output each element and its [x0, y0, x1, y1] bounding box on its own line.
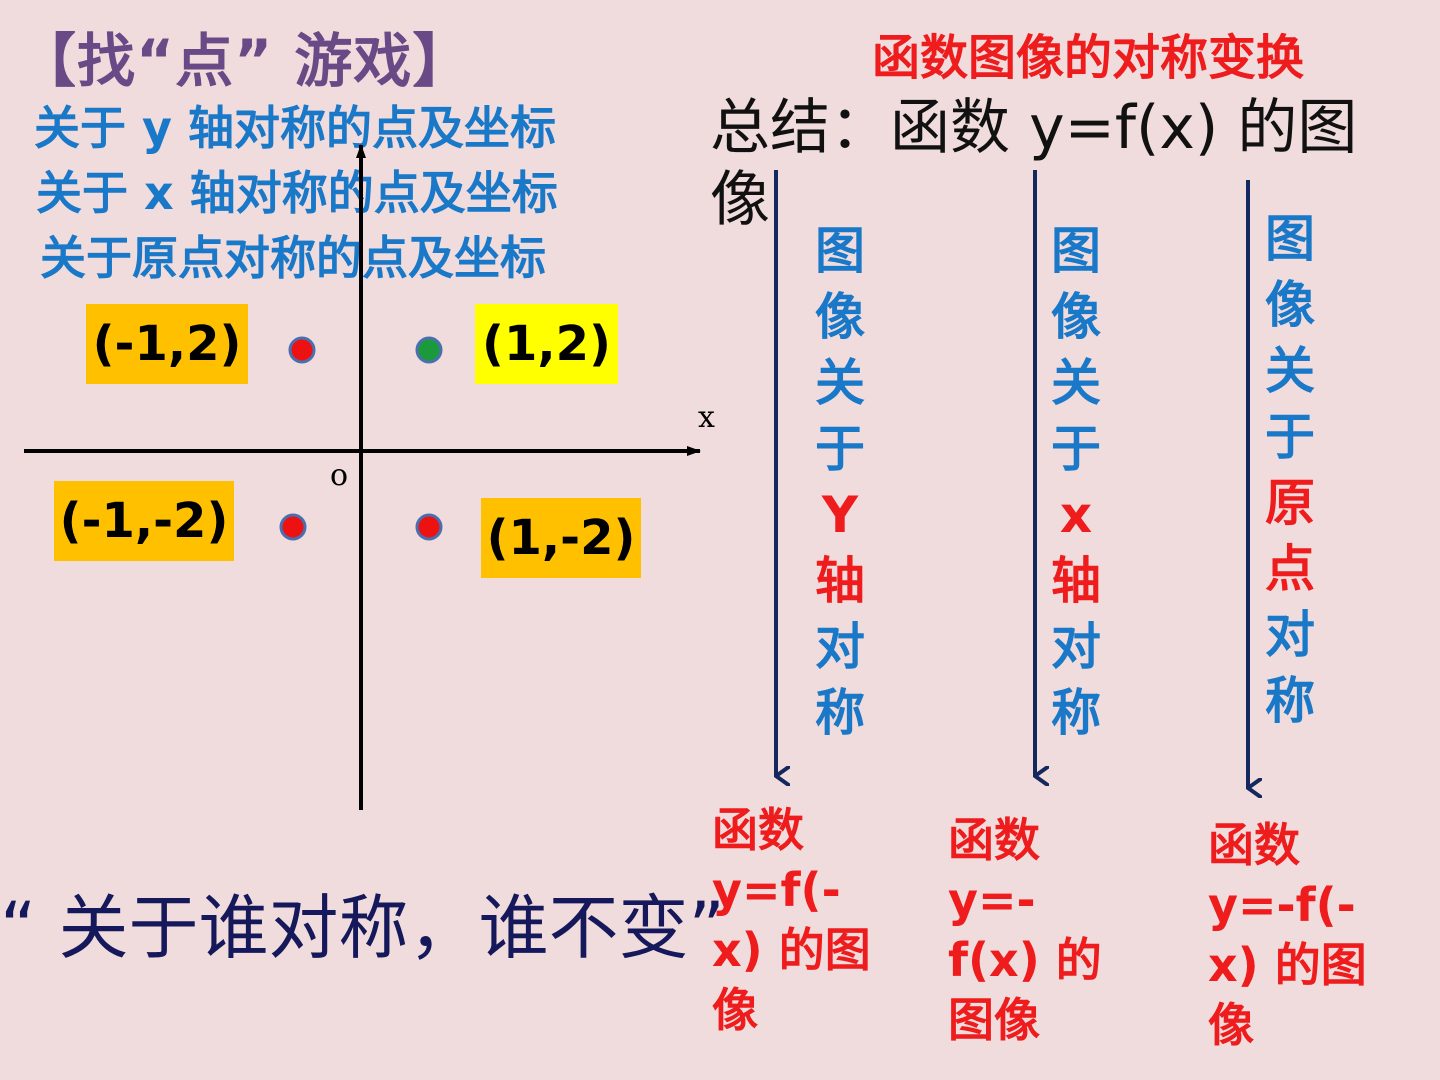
result-y-axis: 函数 y=f(-x) 的图像	[712, 803, 871, 1037]
column-char: 于	[815, 420, 865, 478]
column-char: 对	[1051, 618, 1101, 676]
question-x-axis: 关于 x 轴对称的点及坐标	[36, 166, 558, 220]
coord-upper-left: (-1,2)	[86, 304, 248, 384]
origin-label: o	[330, 458, 349, 493]
game-title: 【找“点” 游戏】	[18, 27, 472, 95]
quote-text: “ 关于谁对称，谁不变”	[0, 887, 725, 969]
column-char: 关	[1051, 354, 1101, 412]
question-origin: 关于原点对称的点及坐标	[40, 231, 546, 285]
column-origin-symmetry: 图像关于原点对称	[1260, 206, 1320, 734]
column-char: 轴	[815, 552, 865, 610]
column-char: 图	[815, 222, 865, 280]
column-char: Y	[821, 486, 859, 544]
coord-lower-right: (1,-2)	[481, 498, 641, 578]
column-char: 于	[1265, 408, 1315, 466]
point-upper-right	[415, 336, 443, 364]
column-char: 像	[1265, 276, 1315, 334]
point-upper-left	[288, 336, 316, 364]
column-char: 像	[815, 288, 865, 346]
column-char: 对	[815, 618, 865, 676]
column-char: 关	[815, 354, 865, 412]
summary-text: 总结：函数 y=f(x) 的图像	[710, 93, 1358, 235]
column-char: 称	[815, 684, 865, 742]
question-y-axis: 关于 y 轴对称的点及坐标	[34, 101, 557, 155]
point-lower-left	[279, 513, 307, 541]
result-x-axis: 函数 y=-f(x) 的图像	[948, 813, 1102, 1047]
column-char: 称	[1051, 684, 1101, 742]
column-char: 像	[1051, 288, 1101, 346]
column-char: 图	[1051, 222, 1101, 280]
column-char: 轴	[1051, 552, 1101, 610]
coord-lower-left: (-1,-2)	[54, 481, 234, 561]
column-char: 对	[1265, 606, 1315, 664]
column-char: 于	[1051, 420, 1101, 478]
main-title: 函数图像的对称变换	[872, 30, 1305, 86]
column-char: 称	[1265, 672, 1315, 730]
result-origin: 函数 y=-f(-x) 的图像	[1208, 818, 1367, 1052]
coord-upper-right: (1,2)	[475, 304, 618, 384]
column-char: 点	[1265, 540, 1315, 598]
column-char: 关	[1265, 342, 1315, 400]
column-char: x	[1059, 486, 1093, 544]
x-axis-label: x	[698, 400, 715, 435]
point-lower-right	[415, 513, 443, 541]
column-char: 图	[1265, 210, 1315, 268]
column-char: 原	[1265, 474, 1315, 532]
